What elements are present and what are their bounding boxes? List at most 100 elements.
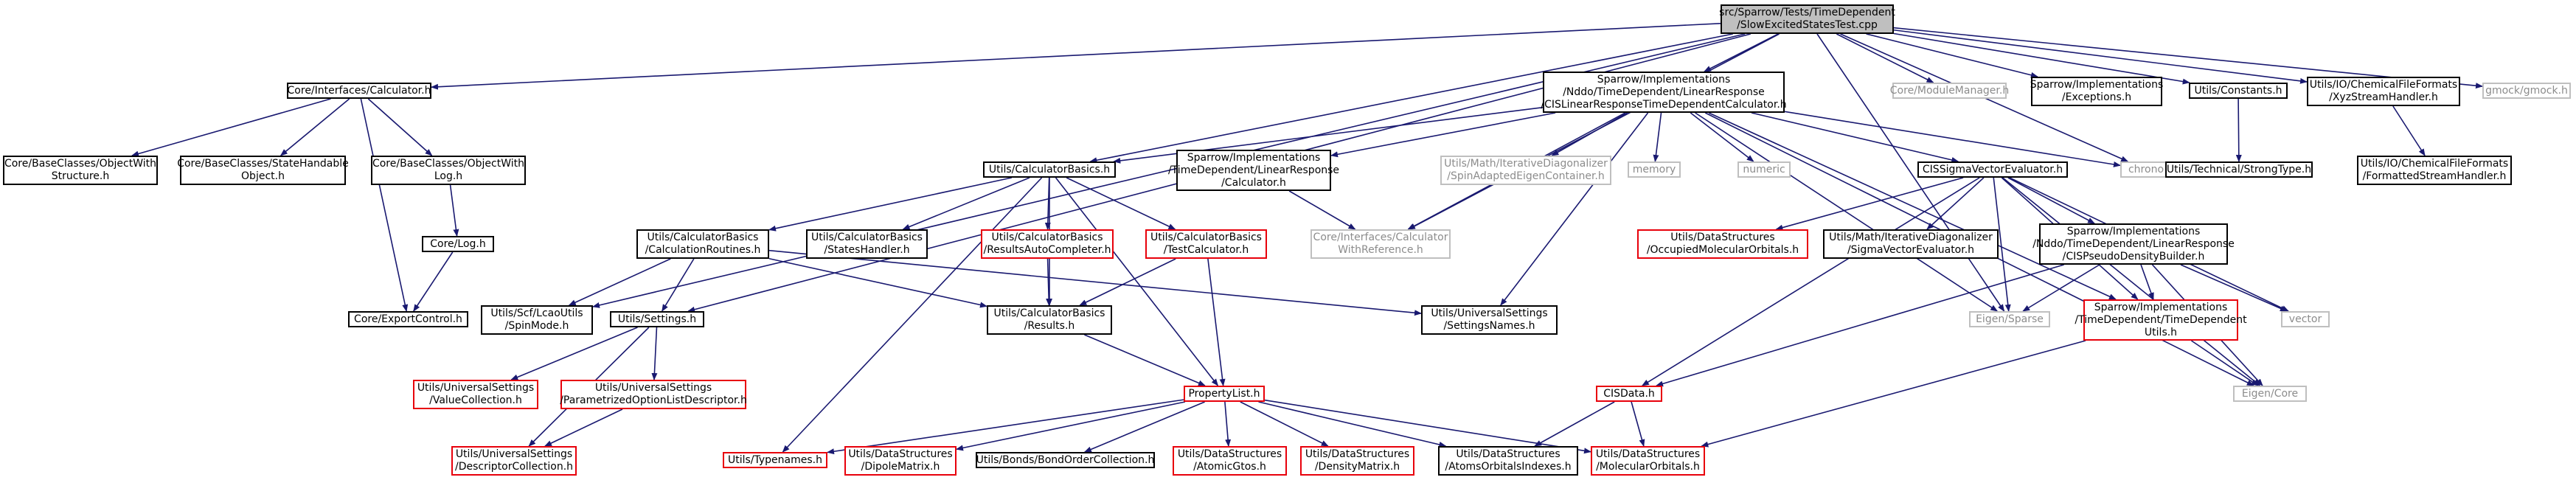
edge-settings-to-valuecollection: [510, 327, 638, 380]
node-constants[interactable]: Utils/Constants.h: [2189, 83, 2288, 99]
node-state-handable-object[interactable]: Core/BaseClasses/StateHandable Object.h: [177, 156, 349, 185]
node-calculator[interactable]: Core/Interfaces/Calculator.h: [287, 83, 431, 99]
node-settings-names[interactable]: Utils/UniversalSettings /SettingsNames.h: [1421, 305, 1558, 335]
edge-constants-to-strongtype: [2235, 98, 2242, 162]
node-dipole-matrix[interactable]: Utils/DataStructures /DipoleMatrix.h: [844, 446, 957, 476]
node-label: Utils/DataStructures /AtomsOrbitalsIndex…: [1445, 448, 1572, 473]
node-spin-adapted-eigen-container[interactable]: Utils/Math/IterativeDiagonalizer /SpinAd…: [1440, 156, 1611, 185]
node-cis-pseudo-density-builder[interactable]: Sparrow/Implementations /Nddo/TimeDepend…: [2032, 223, 2235, 265]
node-density-matrix[interactable]: Utils/DataStructures /DensityMatrix.h: [1300, 446, 1414, 476]
node-results-auto-completer[interactable]: Utils/CalculatorBasics /ResultsAutoCompl…: [981, 229, 1114, 259]
node-linear-response-calculator[interactable]: Sparrow/Implementations /TimeDependent/L…: [1168, 150, 1339, 191]
node-label: Utils/UniversalSettings /ParametrizedOpt…: [560, 382, 747, 406]
edge-root-to-eigensparse: [1816, 33, 2005, 312]
node-atomic-gtos[interactable]: Utils/DataStructures /AtomicGtos.h: [1173, 446, 1287, 476]
node-label: Sparrow/Implementations /TimeDependent/L…: [1167, 151, 1340, 189]
node-settings[interactable]: Utils/Settings.h: [610, 311, 704, 327]
node-label: Utils/CalculatorBasics.h: [988, 163, 1111, 175]
edge-propertylist-to-bondorder: [1083, 401, 1205, 453]
edge-calcbasics-to-typenames: [782, 177, 1043, 453]
node-label: Utils/CalculatorBasics /StatesHandler.h: [811, 232, 923, 256]
node-label: Core/BaseClasses/ObjectWith Structure.h: [4, 158, 157, 182]
node-label: Sparrow/Implementations /Exceptions.h: [2030, 79, 2164, 103]
edge-cislr-to-spinadapted: [1551, 112, 1628, 156]
node-label: Utils/DataStructures /MolecularOrbitals.…: [1595, 448, 1701, 473]
edge-cislr-to-settingsnames: [1500, 112, 1649, 306]
node-export-control[interactable]: Core/ExportControl.h: [348, 311, 468, 327]
node-module-manager[interactable]: Core/ModuleManager.h: [1890, 83, 2009, 99]
root-file-label: src/Sparrow/Tests/TimeDependent /SlowExc…: [1719, 7, 1895, 31]
node-eigen-core[interactable]: Eigen/Core: [2233, 386, 2307, 402]
node-cis-sigma-vector-evaluator[interactable]: CISSigmaVectorEvaluator.h: [1917, 161, 2068, 178]
edge-cissigma-to-occupiedmo: [1775, 177, 1964, 231]
edge-root-to-calculator: [431, 23, 1721, 90]
node-memory[interactable]: memory: [1628, 161, 1681, 178]
node-label: Utils/DataStructures /DipoleMatrix.h: [848, 448, 953, 473]
edge-settings-to-paramoption: [651, 327, 658, 380]
edge-cissigma-to-cispseudo: [2007, 177, 2095, 224]
node-object-with-structure[interactable]: Core/BaseClasses/ObjectWith Structure.h: [3, 156, 158, 185]
node-molecular-orbitals[interactable]: Utils/DataStructures /MolecularOrbitals.…: [1591, 446, 1705, 476]
node-label: CISData.h: [1603, 387, 1655, 400]
edge-calcroutines-to-results: [768, 257, 987, 308]
root-file-node[interactable]: src/Sparrow/Tests/TimeDependent /SlowExc…: [1719, 4, 1895, 34]
edge-cislr-to-cissigma: [1751, 112, 1959, 163]
node-vector[interactable]: vector: [2281, 311, 2330, 327]
node-label: Core/BaseClasses/StateHandable Object.h: [177, 158, 349, 182]
node-label: CISSigmaVectorEvaluator.h: [1922, 163, 2063, 175]
node-label: Utils/CalculatorBasics /ResultsAutoCompl…: [983, 232, 1111, 256]
node-log[interactable]: Core/Log.h: [422, 236, 494, 252]
edge-tdutils-to-molecularorbitals: [1701, 340, 2086, 448]
edge-root-to-exceptions: [1866, 33, 2038, 78]
edge-resultsauto-to-results: [1046, 258, 1052, 306]
node-typenames[interactable]: Utils/Typenames.h: [723, 452, 827, 468]
edge-cisdata-to-molecularorbitals: [1631, 401, 1645, 447]
node-calculator-with-reference[interactable]: Core/Interfaces/Calculator WithReference…: [1310, 229, 1451, 259]
node-label: Core/Interfaces/Calculator WithReference…: [1313, 232, 1448, 256]
edge-calcbasics-to-propertylist: [1055, 177, 1219, 386]
node-object-with-log[interactable]: Core/BaseClasses/ObjectWith Log.h: [371, 156, 526, 185]
node-atoms-orbitals-indexes[interactable]: Utils/DataStructures /AtomsOrbitalsIndex…: [1438, 446, 1578, 476]
node-sigma-vector-evaluator[interactable]: Utils/Math/IterativeDiagonalizer /SigmaV…: [1823, 229, 1999, 259]
edge-calcroutines-to-settingsnames: [768, 249, 1422, 316]
edge-paramoption-to-descriptorcoll: [544, 408, 623, 447]
node-strong-type[interactable]: Utils/Technical/StrongType.h: [2165, 161, 2313, 178]
node-cis-data[interactable]: CISData.h: [1596, 386, 1662, 402]
node-bond-order-collection[interactable]: Utils/Bonds/BondOrderCollection.h: [976, 452, 1155, 468]
node-eigen-sparse[interactable]: Eigen/Sparse: [1969, 311, 2050, 327]
node-value-collection[interactable]: Utils/UniversalSettings /ValueCollection…: [413, 380, 538, 409]
node-xyz-stream-handler[interactable]: Utils/IO/ChemicalFileFormats /XyzStreamH…: [2307, 77, 2460, 106]
node-label: Core/Log.h: [430, 237, 486, 250]
node-cis-linear-response-calculator[interactable]: Sparrow/Implementations /Nddo/TimeDepend…: [1541, 72, 1787, 113]
node-time-dependent-utils[interactable]: Sparrow/Implementations /TimeDependent/T…: [2075, 299, 2247, 341]
node-calculator-basics[interactable]: Utils/CalculatorBasics.h: [983, 161, 1116, 178]
node-descriptor-collection[interactable]: Utils/UniversalSettings /DescriptorColle…: [451, 446, 577, 476]
node-label: Utils/CalculatorBasics /Results.h: [993, 307, 1105, 332]
node-label: Utils/DataStructures /AtomicGtos.h: [1177, 448, 1282, 473]
edge-root-to-xyzstream: [1893, 29, 2308, 84]
node-occupied-molecular-orbitals[interactable]: Utils/DataStructures /OccupiedMolecularO…: [1637, 229, 1808, 259]
node-calculation-routines[interactable]: Utils/CalculatorBasics /CalculationRouti…: [636, 229, 769, 259]
node-gmock[interactable]: gmock/gmock.h: [2482, 83, 2571, 99]
node-spin-mode[interactable]: Utils/Scf/LcaoUtils /SpinMode.h: [481, 305, 593, 335]
node-label: vector: [2288, 313, 2322, 325]
edge-cispseudo-to-cisdata: [1656, 264, 2064, 387]
node-parametrized-option-list-descriptor[interactable]: Utils/UniversalSettings /ParametrizedOpt…: [560, 380, 747, 409]
node-exceptions[interactable]: Sparrow/Implementations /Exceptions.h: [2030, 77, 2164, 106]
node-label: Sparrow/Implementations /TimeDependent/T…: [2075, 301, 2247, 338]
node-chrono[interactable]: chrono: [2120, 161, 2172, 178]
edge-cispseudo-to-vector: [2180, 264, 2288, 312]
node-label: Utils/Bonds/BondOrderCollection.h: [976, 453, 1155, 466]
node-label: Utils/CalculatorBasics /TestCalculator.h: [1150, 232, 1262, 256]
node-numeric[interactable]: numeric: [1737, 161, 1791, 178]
node-states-handler[interactable]: Utils/CalculatorBasics /StatesHandler.h: [806, 229, 928, 259]
edge-propertylist-to-molecularorbitals: [1264, 399, 1591, 454]
node-results[interactable]: Utils/CalculatorBasics /Results.h: [987, 305, 1112, 335]
node-label: Utils/Technical/StrongType.h: [2166, 163, 2312, 175]
node-property-list[interactable]: PropertyList.h: [1184, 386, 1265, 402]
node-label: Utils/DataStructures /DensityMatrix.h: [1305, 448, 1410, 473]
node-formatted-stream-handler[interactable]: Utils/IO/ChemicalFileFormats /FormattedS…: [2357, 156, 2512, 185]
node-test-calculator[interactable]: Utils/CalculatorBasics /TestCalculator.h: [1145, 229, 1267, 259]
node-label: Utils/Math/IterativeDiagonalizer /SpinAd…: [1444, 158, 1608, 182]
node-label: Eigen/Sparse: [1976, 313, 2044, 325]
